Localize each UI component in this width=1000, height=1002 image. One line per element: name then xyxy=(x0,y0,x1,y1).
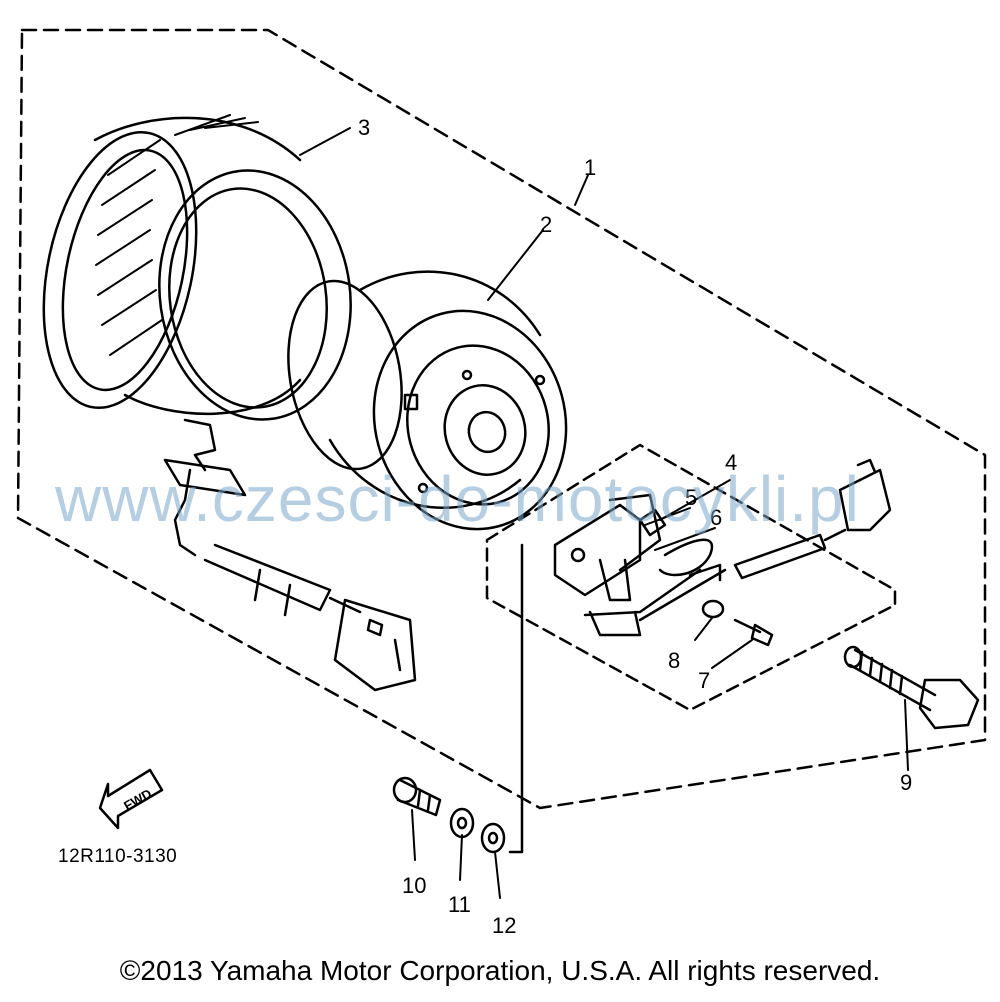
leader-lines xyxy=(299,127,909,899)
diagram-code: 12R110-3130 xyxy=(58,846,178,867)
assembly-boundary xyxy=(16,28,987,810)
screw-7 xyxy=(733,618,774,647)
brush-lead xyxy=(638,568,727,622)
washer-8 xyxy=(701,599,725,619)
callout-12: 12 xyxy=(492,913,516,938)
callout-5: 5 xyxy=(685,485,697,510)
callout-6: 6 xyxy=(710,505,722,530)
callout-3: 3 xyxy=(358,115,370,140)
fwd-arrow xyxy=(98,768,164,830)
copyright-notice: ©2013 Yamaha Motor Corporation, U.S.A. A… xyxy=(119,955,881,986)
callout-11: 11 xyxy=(448,892,471,917)
brush-holder-boundary xyxy=(485,443,897,712)
bolt-9 xyxy=(843,645,980,730)
stator-wire xyxy=(173,468,197,557)
rotor xyxy=(287,270,568,531)
wire-clamp xyxy=(163,458,247,497)
callout-8: 8 xyxy=(668,648,680,673)
callout-9: 9 xyxy=(900,770,912,795)
callout-7: 7 xyxy=(698,668,710,693)
stator-housing xyxy=(42,114,352,472)
callout-2: 2 xyxy=(540,212,552,237)
brush-holder xyxy=(553,493,722,637)
stator-harness xyxy=(203,543,417,692)
washer-12 xyxy=(480,822,506,854)
callout-4: 4 xyxy=(725,450,737,475)
bolt-bracket-line xyxy=(508,543,524,854)
washer-11 xyxy=(449,807,475,839)
callout-10: 10 xyxy=(402,873,426,898)
bolt-10 xyxy=(392,776,442,817)
brush-connector xyxy=(733,458,892,580)
callout-1: 1 xyxy=(584,155,596,180)
fwd-label: FWD xyxy=(121,786,154,814)
